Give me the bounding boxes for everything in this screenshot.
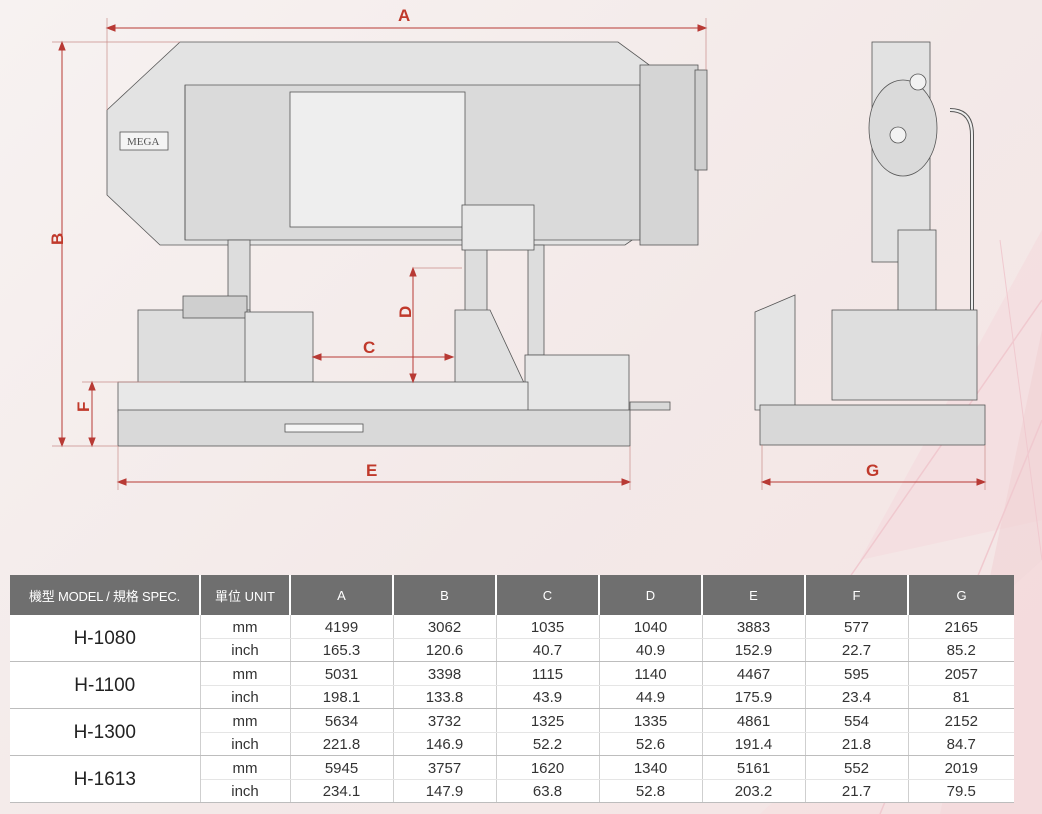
- value-cell: 221.8: [290, 732, 394, 756]
- value-cell: 175.9: [702, 685, 806, 709]
- value-cell: 40.7: [496, 638, 600, 662]
- model-name: H-1613: [10, 755, 201, 803]
- header-col-b: B: [393, 575, 497, 615]
- model-name: H-1300: [10, 708, 201, 756]
- value-cell: 5031: [290, 661, 394, 686]
- value-cell: 43.9: [496, 685, 600, 709]
- header-col-e: E: [702, 575, 806, 615]
- header-col-a: A: [290, 575, 394, 615]
- value-cell: 4467: [702, 661, 806, 686]
- header-unit: 單位 UNIT: [200, 575, 291, 615]
- value-cell: 52.2: [496, 732, 600, 756]
- value-cell: 4861: [702, 708, 806, 733]
- value-cell: 165.3: [290, 638, 394, 662]
- value-cell: 3757: [393, 755, 497, 780]
- value-cell: 52.6: [599, 732, 703, 756]
- unit-cell: inch: [200, 779, 291, 803]
- value-cell: 81: [908, 685, 1014, 709]
- value-cell: 2165: [908, 615, 1014, 639]
- mega-logo: MEGA: [127, 136, 159, 148]
- value-cell: 44.9: [599, 685, 703, 709]
- machine-dimension-drawing: MEGA: [48, 6, 987, 490]
- dim-label-e: E: [366, 461, 377, 480]
- table-header-row: 機型 MODEL / 規格 SPEC. 單位 UNIT A B C D E F …: [10, 575, 1014, 615]
- value-cell: 23.4: [805, 685, 909, 709]
- value-cell: 203.2: [702, 779, 806, 803]
- value-cell: 5945: [290, 755, 394, 780]
- value-cell: 152.9: [702, 638, 806, 662]
- value-cell: 1340: [599, 755, 703, 780]
- value-cell: 577: [805, 615, 909, 639]
- value-cell: 85.2: [908, 638, 1014, 662]
- value-cell: 146.9: [393, 732, 497, 756]
- value-cell: 1115: [496, 661, 600, 686]
- value-cell: 79.5: [908, 779, 1014, 803]
- value-cell: 52.8: [599, 779, 703, 803]
- model-name: H-1080: [10, 615, 201, 662]
- unit-cell: inch: [200, 732, 291, 756]
- value-cell: 198.1: [290, 685, 394, 709]
- value-cell: 3883: [702, 615, 806, 639]
- value-cell: 2152: [908, 708, 1014, 733]
- model-name: H-1100: [10, 661, 201, 709]
- value-cell: 1325: [496, 708, 600, 733]
- dim-label-d: D: [396, 306, 415, 318]
- value-cell: 2057: [908, 661, 1014, 686]
- value-cell: 1140: [599, 661, 703, 686]
- machine-side-view: [754, 41, 986, 446]
- spec-table: 機型 MODEL / 規格 SPEC. 單位 UNIT A B C D E F …: [10, 575, 1014, 803]
- dim-label-b: B: [48, 233, 67, 245]
- header-col-c: C: [496, 575, 600, 615]
- value-cell: 3732: [393, 708, 497, 733]
- value-cell: 120.6: [393, 638, 497, 662]
- header-model: 機型 MODEL / 規格 SPEC.: [10, 575, 201, 615]
- unit-cell: mm: [200, 615, 291, 639]
- header-col-d: D: [599, 575, 703, 615]
- dim-label-g: G: [866, 461, 879, 480]
- value-cell: 5634: [290, 708, 394, 733]
- value-cell: 1035: [496, 615, 600, 639]
- value-cell: 63.8: [496, 779, 600, 803]
- value-cell: 147.9: [393, 779, 497, 803]
- value-cell: 552: [805, 755, 909, 780]
- dim-label-f: F: [74, 402, 93, 412]
- unit-cell: mm: [200, 755, 291, 780]
- value-cell: 191.4: [702, 732, 806, 756]
- dim-label-c: C: [363, 338, 375, 357]
- value-cell: 22.7: [805, 638, 909, 662]
- value-cell: 21.8: [805, 732, 909, 756]
- unit-cell: mm: [200, 708, 291, 733]
- value-cell: 234.1: [290, 779, 394, 803]
- unit-cell: inch: [200, 685, 291, 709]
- value-cell: 2019: [908, 755, 1014, 780]
- value-cell: 21.7: [805, 779, 909, 803]
- value-cell: 5161: [702, 755, 806, 780]
- unit-cell: mm: [200, 661, 291, 686]
- dim-label-a: A: [398, 6, 410, 25]
- value-cell: 3398: [393, 661, 497, 686]
- value-cell: 1620: [496, 755, 600, 780]
- header-col-g: G: [908, 575, 1014, 615]
- value-cell: 133.8: [393, 685, 497, 709]
- value-cell: 84.7: [908, 732, 1014, 756]
- value-cell: 3062: [393, 615, 497, 639]
- value-cell: 1040: [599, 615, 703, 639]
- saw-head-front: [106, 41, 708, 246]
- header-col-f: F: [805, 575, 909, 615]
- unit-cell: inch: [200, 638, 291, 662]
- value-cell: 4199: [290, 615, 394, 639]
- value-cell: 595: [805, 661, 909, 686]
- value-cell: 1335: [599, 708, 703, 733]
- value-cell: 40.9: [599, 638, 703, 662]
- value-cell: 554: [805, 708, 909, 733]
